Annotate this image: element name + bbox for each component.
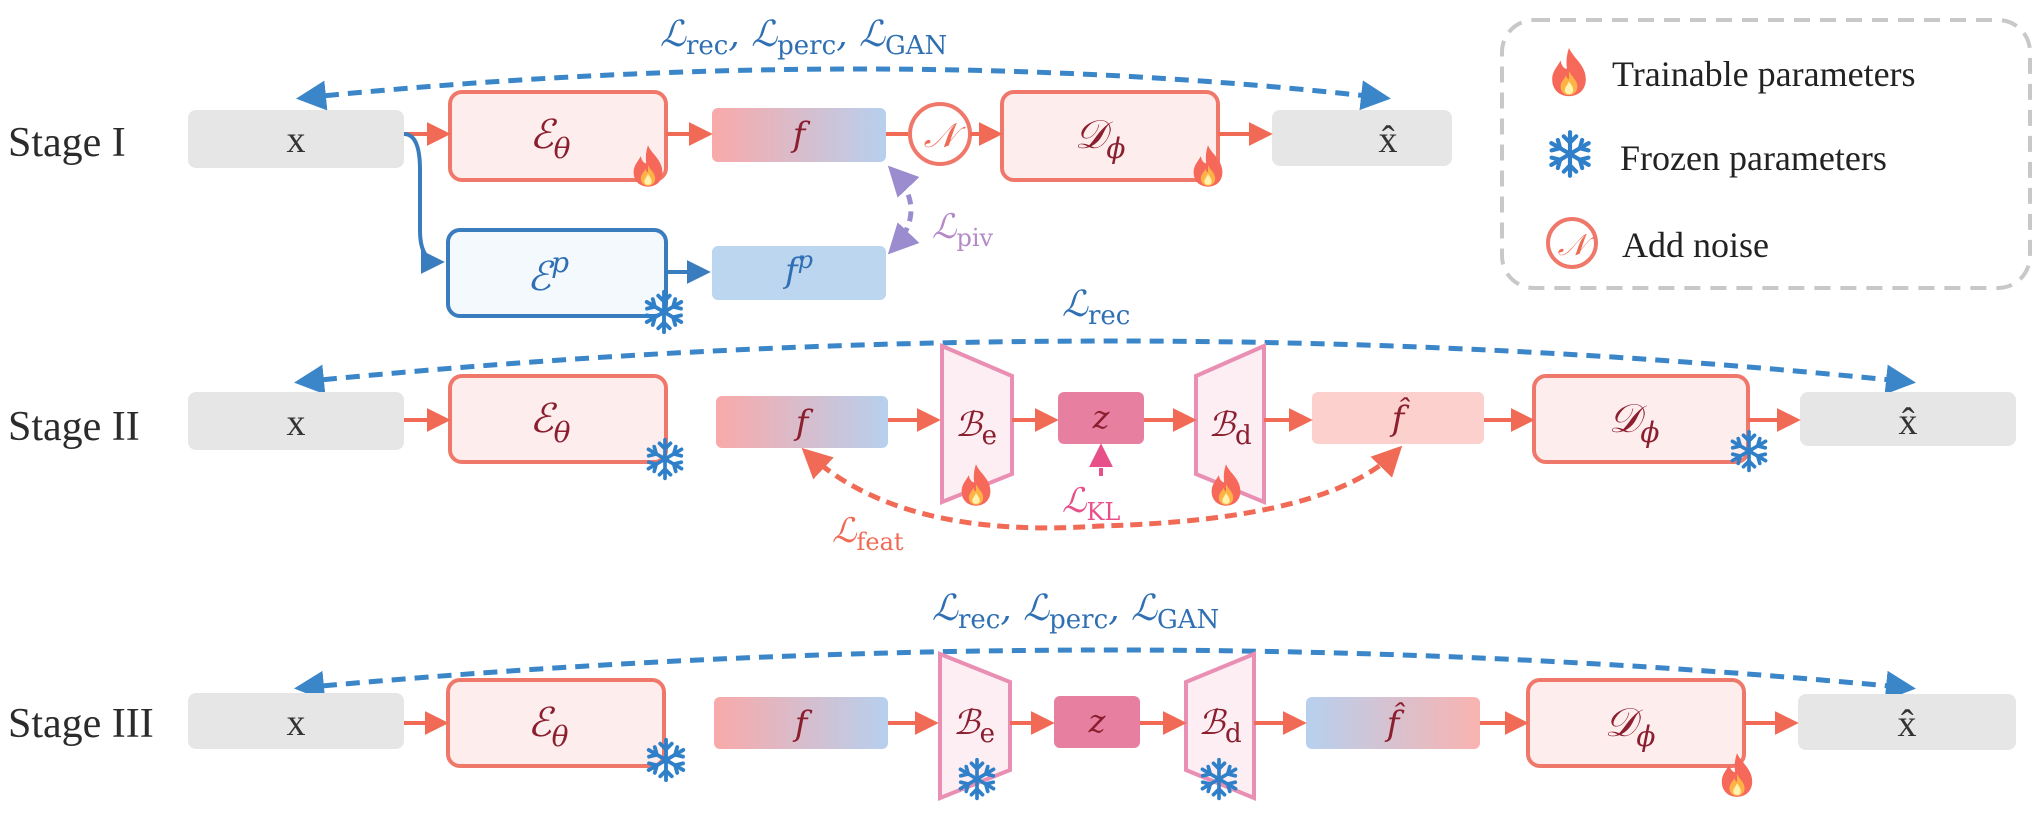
- stage-1-input-box: [188, 110, 404, 168]
- stage-3-latent: [1054, 696, 1140, 748]
- flame-icon: [1552, 47, 1586, 97]
- stage-3-input-box: [188, 693, 404, 749]
- stage-3-bottleneck-encoder: [938, 651, 1012, 801]
- stage-2-bottleneck-decoder-label: ℬd: [1208, 405, 1251, 451]
- stage-2-loss-arc: [294, 338, 1916, 395]
- stage-1-prior-encoder-label: ℰp: [527, 246, 569, 300]
- stage-1-loss-arc: [296, 66, 1391, 111]
- stage-2-input: x: [287, 402, 306, 444]
- stage-3-feature-hat: [1306, 697, 1480, 749]
- stage-1-feature: [712, 108, 886, 162]
- stage-3-bottleneck-decoder-label: ℬd: [1198, 703, 1241, 749]
- stage-1-output-box: [1272, 110, 1452, 166]
- legend: Trainable parameters Frozen parameters 𝒩…: [1500, 18, 2032, 290]
- stage-3-label: Stage III: [8, 701, 154, 747]
- stage-3-bottleneck-decoder: [1184, 651, 1256, 801]
- stage-2-loss-label: ℒrec: [1062, 284, 1130, 331]
- stage-2-kl-label: ℒKL: [1062, 481, 1120, 526]
- stage-2-feature-hat: [1312, 392, 1484, 444]
- stage-2-output: x̂: [1899, 401, 1918, 443]
- stage-1-output: x̂: [1379, 119, 1398, 161]
- stage-1-input: x: [287, 119, 306, 161]
- stage-2-output-box: [1800, 392, 2016, 446]
- stage-3-feature: [714, 697, 888, 749]
- stage-2-feature: [716, 396, 888, 448]
- stage-1: Stage I ℒrec, ℒperc, ℒGAN x ℰθ f 𝒩 𝒟ϕ x̂: [8, 14, 1452, 335]
- stage-1-piv-arrow: [887, 165, 920, 255]
- stage-1-prior-branch-arrow: [403, 132, 445, 274]
- stage-1-encoder-label: ℰθ: [529, 112, 570, 165]
- stage-2-encoder-label: ℰθ: [529, 396, 570, 449]
- legend-noise: Add noise: [1622, 225, 1769, 265]
- stage-2-label: Stage II: [8, 404, 140, 450]
- stage-1-loss-label: ℒrec, ℒperc, ℒGAN: [660, 14, 947, 61]
- stage-3-output-box: [1798, 694, 2016, 750]
- legend-frozen: Frozen parameters: [1620, 138, 1887, 178]
- stage-3-latent-label: z: [1088, 702, 1107, 740]
- stage-3-input: x: [287, 702, 306, 744]
- legend-border: [1500, 18, 2032, 290]
- stage-1-label: Stage I: [8, 120, 126, 166]
- stage-3-encoder-label: ℰθ: [527, 700, 568, 753]
- stage-3-loss-arc: [294, 647, 1916, 701]
- stage-2-feat-arrow: [801, 445, 1403, 531]
- stage-3-output: x̂: [1898, 703, 1917, 745]
- stage-1-piv-label: ℒpiv: [932, 207, 994, 252]
- stage-2-bottleneck-encoder-label: ℬe: [955, 405, 997, 451]
- stage-3-loss-label: ℒrec, ℒperc, ℒGAN: [932, 588, 1219, 635]
- stage-2: Stage II ℒrec x ℰθ f ℬe z ℬd f̂ 𝒟ϕ x̂: [8, 284, 2016, 556]
- stage-2-latent: [1058, 392, 1144, 444]
- stage-2-input-box: [188, 392, 404, 450]
- stage-3-bottleneck-encoder-label: ℬe: [953, 703, 995, 749]
- stage-3: Stage III ℒrec, ℒperc, ℒGAN x ℰθ f ℬe z …: [8, 588, 2016, 801]
- stage-2-latent-label: z: [1092, 398, 1111, 436]
- stage-1-prior-feature: [712, 246, 886, 300]
- snowflake-icon: [1551, 132, 1588, 176]
- noise-icon: [1546, 217, 1598, 269]
- legend-trainable: Trainable parameters: [1612, 54, 1916, 94]
- stage-2-feat-label: ℒfeat: [832, 511, 904, 556]
